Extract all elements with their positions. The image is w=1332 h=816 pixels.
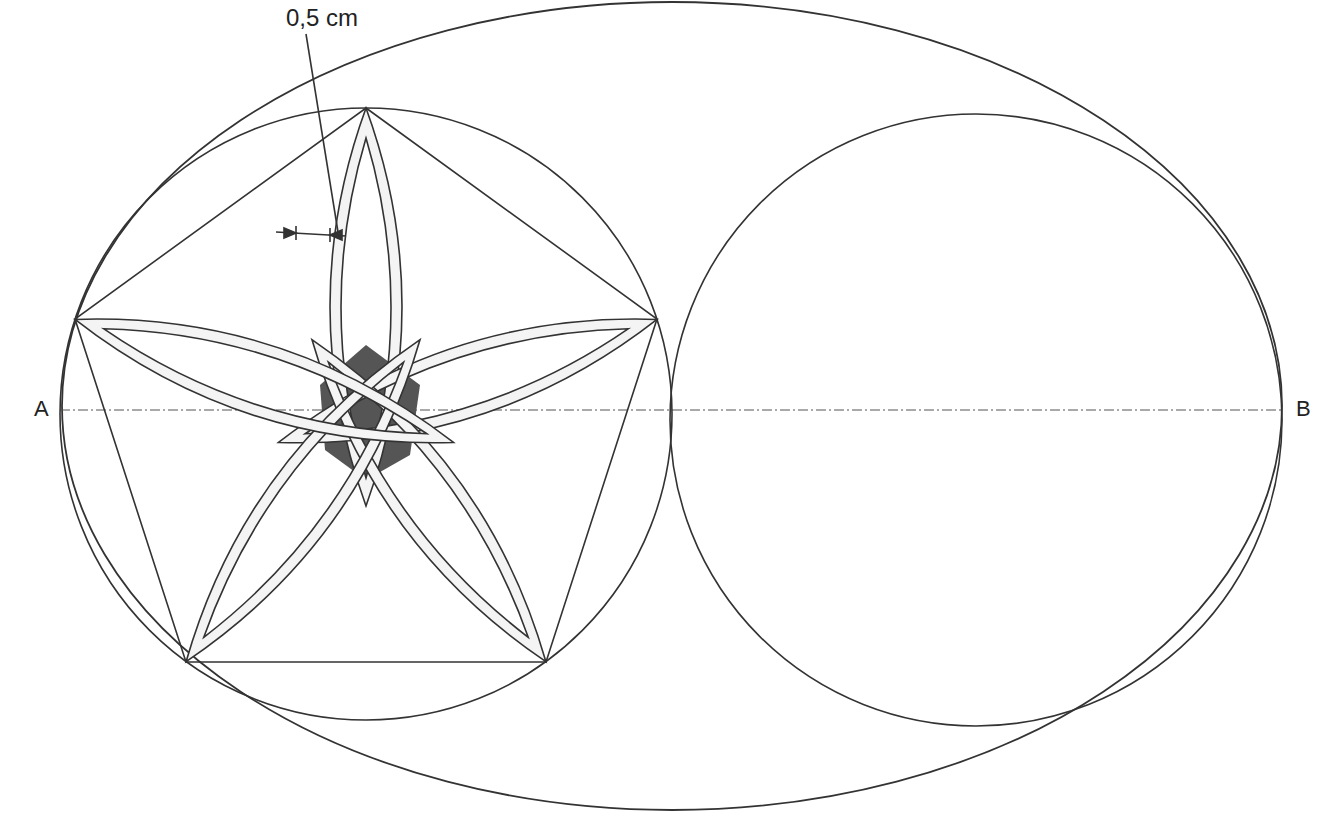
point-label: A xyxy=(34,398,49,420)
star-petals xyxy=(64,108,668,683)
left-circle xyxy=(60,108,672,720)
point-label: B xyxy=(1296,398,1311,420)
right-circle xyxy=(670,114,1282,726)
dimension-callout xyxy=(276,34,346,242)
dimension-label: 0,5 cm xyxy=(286,6,358,30)
